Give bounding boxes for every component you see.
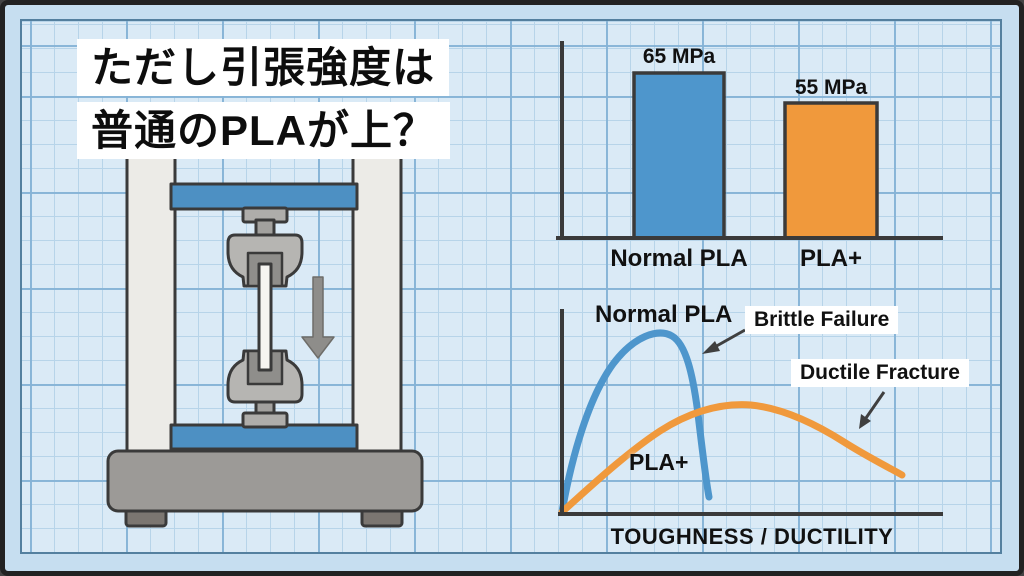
annotation-brittle-failure: Brittle Failure [745,306,899,334]
downward-force-arrow [301,276,335,359]
title-line-2: 普通のPLAが上？ [77,102,451,159]
machine-bottom-plate [241,411,289,429]
curve-label-normal-pla: Normal PLA [595,301,733,328]
bar-chart [556,41,943,240]
machine-bottom-crossbeam [169,423,359,451]
bar-pla-plus [783,101,879,240]
brittle-failure-arrow [702,328,746,354]
machine-base [106,449,424,513]
bar-label-pla-plus: PLA+ [799,245,863,272]
tensile-testing-machine [106,154,424,528]
machine-right-column [351,154,403,459]
line-chart-x-axis-label: TOUGHNESS / DUCTILITY [610,524,894,549]
curve-pla-plus [558,401,906,516]
curve-label-pla-plus: PLA+ [629,449,689,475]
bar-value-pla-plus: 55 MPa [794,76,868,99]
title-line-1: ただし引張強度は [77,39,450,96]
bar-value-normal-pla: 65 MPa [642,45,716,68]
curve-normal-pla [558,329,713,516]
annotation-ductile-fracture: Ductile Fracture [791,359,969,387]
specimen [257,262,273,372]
machine-left-column [125,154,177,459]
machine-top-crossbeam [169,182,359,211]
bar-label-normal-pla: Normal PLA [610,245,748,272]
bar-normal-pla [632,71,726,240]
line-chart [558,309,943,516]
ductile-fracture-arrow [859,391,886,429]
illustration-layer [106,41,943,528]
